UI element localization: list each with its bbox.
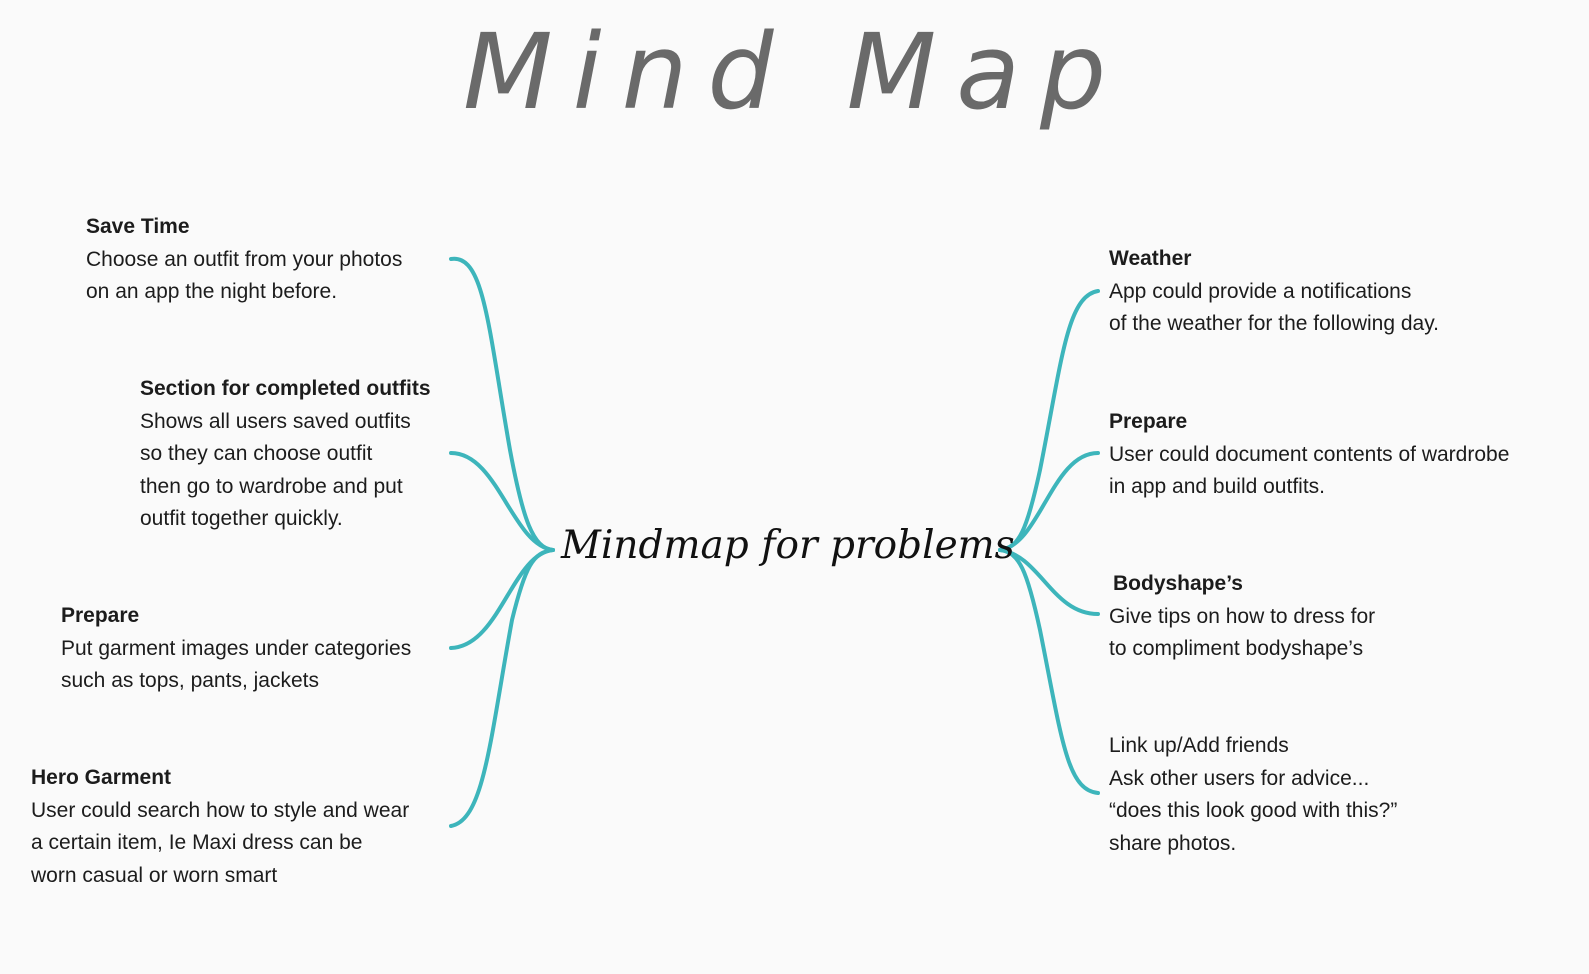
node-heading: Bodyshape’s [1113,572,1243,595]
node-prepare-left: Prepare Put garment images under categor… [61,600,411,698]
node-text-line: App could provide a notifications [1109,279,1412,303]
node-text-line: Choose an outfit from your photos [86,247,403,271]
node-heading: Prepare [61,604,140,627]
branch-right-2 [998,451,1100,552]
node-prepare-right: Prepare User could document contents of … [1109,406,1509,504]
branch-left-2 [449,451,555,552]
node-text-line: Put garment images under categories [61,636,412,660]
node-text-line: share photos. [1109,831,1237,855]
node-heading: Section for completed outfits [140,377,431,400]
node-text-line: Give tips on how to dress for [1109,604,1376,628]
branch-left-3 [449,548,555,650]
branch-left-4 [449,548,555,828]
node-completed-outfits: Section for completed outfits Shows all … [140,373,431,536]
node-text-line: to compliment bodyshape’s [1109,637,1364,660]
node-heading: Hero Garment [31,766,172,789]
node-text-line: User could document contents of wardrobe [1109,442,1510,466]
branch-left-1 [449,256,555,552]
branch-right-4 [998,548,1100,795]
page-title: Mind Map [462,11,1127,133]
node-save-time: Save Time Choose an outfit from your pho… [86,211,402,309]
node-text-line: “does this look good with this?” [1109,799,1398,822]
node-heading: Prepare [1109,410,1188,433]
node-text-line: Ask other users for advice... [1109,766,1370,790]
node-text-line: User could search how to style and wear [31,798,410,822]
node-text-line: Link up/Add friends [1109,734,1289,757]
branch-right-1 [998,289,1100,552]
node-text-line: worn casual or worn smart [31,863,278,887]
node-text-line: such as tops, pants, jackets [61,669,319,692]
node-weather: Weather App could provide a notification… [1109,243,1439,341]
node-text-line: then go to wardrobe and put [140,474,403,498]
node-text-line: of the weather for the following day. [1109,312,1439,335]
node-bodyshapes: Bodyshape’s Give tips on how to dress fo… [1109,568,1375,666]
node-text-line: Shows all users saved outfits [140,409,411,433]
node-text-line: so they can choose outfit [140,442,373,465]
node-text-line: outfit together quickly. [140,507,343,530]
node-heading: Weather [1109,247,1192,270]
node-text-line: on an app the night before. [86,280,338,303]
node-text-line: in app and build outfits. [1109,475,1325,498]
central-topic: Mindmap for problems [561,523,1015,568]
node-hero-garment: Hero Garment User could search how to st… [31,762,409,892]
node-link-up-friends: Link up/Add friends Ask other users for … [1109,730,1397,860]
node-heading: Save Time [86,215,190,238]
node-text-line: a certain item, Ie Maxi dress can be [31,831,363,854]
